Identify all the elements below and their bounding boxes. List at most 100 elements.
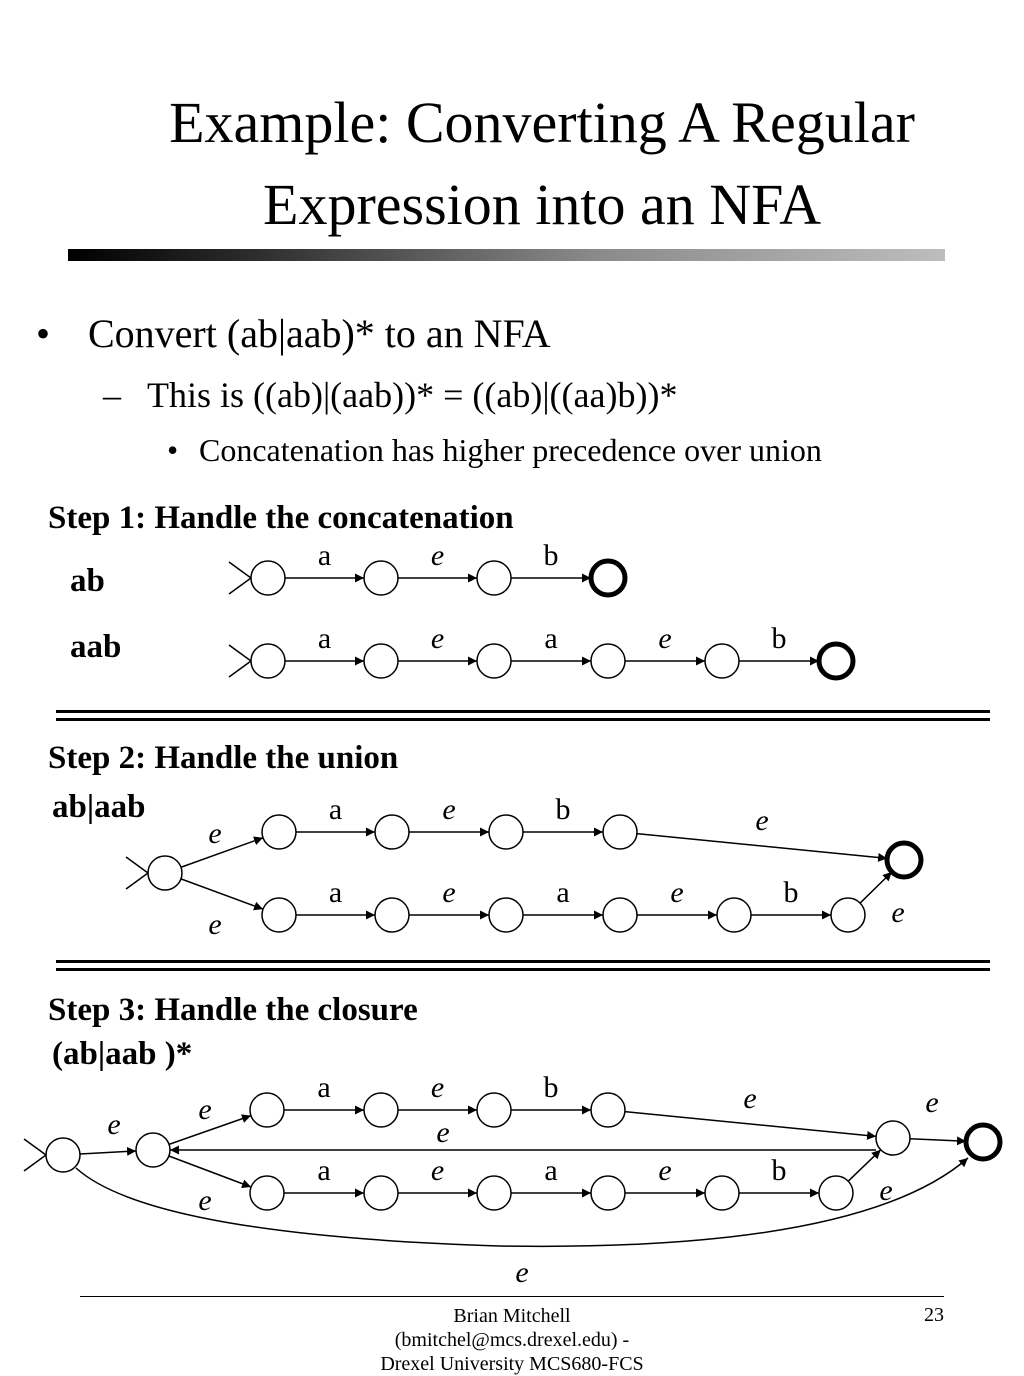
transition-arrow [79, 1146, 137, 1156]
step1-heading: Step 1: Handle the concatenation [48, 500, 514, 536]
nfa-state [704, 643, 740, 679]
symbol-label: b [556, 793, 571, 826]
epsilon-label: e [198, 1093, 211, 1126]
epsilon-label: e [442, 793, 455, 826]
nfa-state [363, 560, 399, 596]
nfa-state [250, 560, 286, 596]
symbol-label: b [772, 622, 787, 655]
transition-arrow [168, 1114, 252, 1146]
symbol-label: a [318, 622, 331, 655]
footer-rule [80, 1296, 944, 1297]
nfa-state [704, 1175, 740, 1211]
epsilon-label: e [658, 1154, 671, 1187]
transition-arrow [859, 871, 893, 904]
epsilon-label: e [208, 817, 221, 850]
nfa-state [249, 1175, 285, 1211]
final-state [588, 558, 628, 598]
nfa-state [488, 814, 524, 850]
symbol-label: a [317, 1154, 330, 1187]
nfa-state [374, 897, 410, 933]
nfa-state [590, 643, 626, 679]
transition-arrow [75, 1157, 969, 1248]
nfa-state [716, 897, 752, 933]
bullet-level-1: • Convert (ab|aab)* to an NFA [36, 310, 551, 357]
final-state [963, 1122, 1003, 1162]
nfa-state [476, 1175, 512, 1211]
nfa-state [818, 1175, 854, 1211]
nfa-state [363, 1092, 399, 1128]
epsilon-label: e [891, 896, 904, 929]
start-marker [228, 561, 253, 595]
final-state [816, 641, 856, 681]
footer-institution: Drexel University MCS680-FCS [380, 1353, 644, 1375]
step2-heading: Step 2: Handle the union [48, 740, 399, 776]
transition-arrow [624, 1110, 877, 1140]
epsilon-label: e [431, 539, 444, 572]
start-marker [23, 1138, 48, 1172]
bullet-marker: • [167, 432, 179, 468]
transition-arrow [180, 836, 264, 868]
transition-arrow [636, 832, 888, 862]
epsilon-label: e [431, 622, 444, 655]
symbol-label: a [544, 622, 557, 655]
transition-arrow [847, 1149, 882, 1182]
step3-label: (ab|aab )* [52, 1036, 193, 1072]
nfa-state [875, 1120, 911, 1156]
nfa-state [135, 1132, 171, 1168]
bullet-level-2: – This is ((ab)|(aab))* = ((ab)|((aa)b))… [103, 374, 677, 416]
dash-marker: – [103, 375, 121, 415]
bullet-text: This is ((ab)|(aab))* = ((ab)|((aa)b))* [147, 375, 678, 415]
epsilon-label: e [107, 1108, 120, 1141]
nfa-state [374, 814, 410, 850]
epsilon-label: e [198, 1184, 211, 1217]
title-line-1: Example: Converting A Regular [169, 90, 915, 155]
step2-label: ab|aab [52, 789, 146, 825]
step1-label-aab: aab [70, 629, 122, 665]
nfa-state [476, 1092, 512, 1128]
epsilon-label: e [515, 1256, 528, 1289]
page-number: 23 [924, 1304, 944, 1326]
nfa-state [830, 897, 866, 933]
nfa-state [261, 814, 297, 850]
bullet-text: Convert (ab|aab)* to an NFA [88, 311, 551, 356]
section-divider [56, 960, 990, 971]
nfa-state [147, 855, 183, 891]
section-divider [56, 710, 990, 721]
epsilon-label: e [925, 1086, 938, 1119]
transition-arrow [909, 1136, 967, 1146]
nfa-state [602, 897, 638, 933]
nfa-state [590, 1175, 626, 1211]
nfa-state [590, 1092, 626, 1128]
epsilon-label: e [431, 1071, 444, 1104]
epsilon-label: e [658, 622, 671, 655]
nfa-state [250, 643, 286, 679]
nfa-state [45, 1137, 81, 1173]
nfa-state [363, 643, 399, 679]
symbol-label: b [544, 1071, 559, 1104]
nfa-state [261, 897, 297, 933]
nfa-state [249, 1092, 285, 1128]
nfa-state [476, 560, 512, 596]
symbol-label: b [544, 539, 559, 572]
transition-arrow [180, 878, 264, 911]
title-underline-bar [68, 249, 945, 261]
epsilon-label: e [879, 1174, 892, 1207]
final-state [884, 840, 924, 880]
symbol-label: a [329, 793, 342, 826]
bullet-marker: • [36, 311, 51, 356]
footer-email: (bmitchel@mcs.drexel.edu) - [394, 1329, 630, 1351]
title-line-2: Expression into an NFA [263, 172, 821, 237]
slide-title: Example: Converting A Regular Expression… [40, 82, 1024, 246]
epsilon-label: e [208, 908, 221, 941]
epsilon-label: e [436, 1116, 449, 1149]
epsilon-label: e [442, 876, 455, 909]
epsilon-label: e [431, 1154, 444, 1187]
symbol-label: a [317, 1071, 330, 1104]
epsilon-label: e [755, 804, 768, 837]
step3-heading: Step 3: Handle the closure [48, 992, 418, 1028]
footer-author: Brian Mitchell [453, 1305, 571, 1327]
step1-label-ab: ab [70, 563, 105, 599]
symbol-label: b [784, 876, 799, 909]
start-marker [228, 644, 253, 678]
epsilon-label: e [743, 1082, 756, 1115]
